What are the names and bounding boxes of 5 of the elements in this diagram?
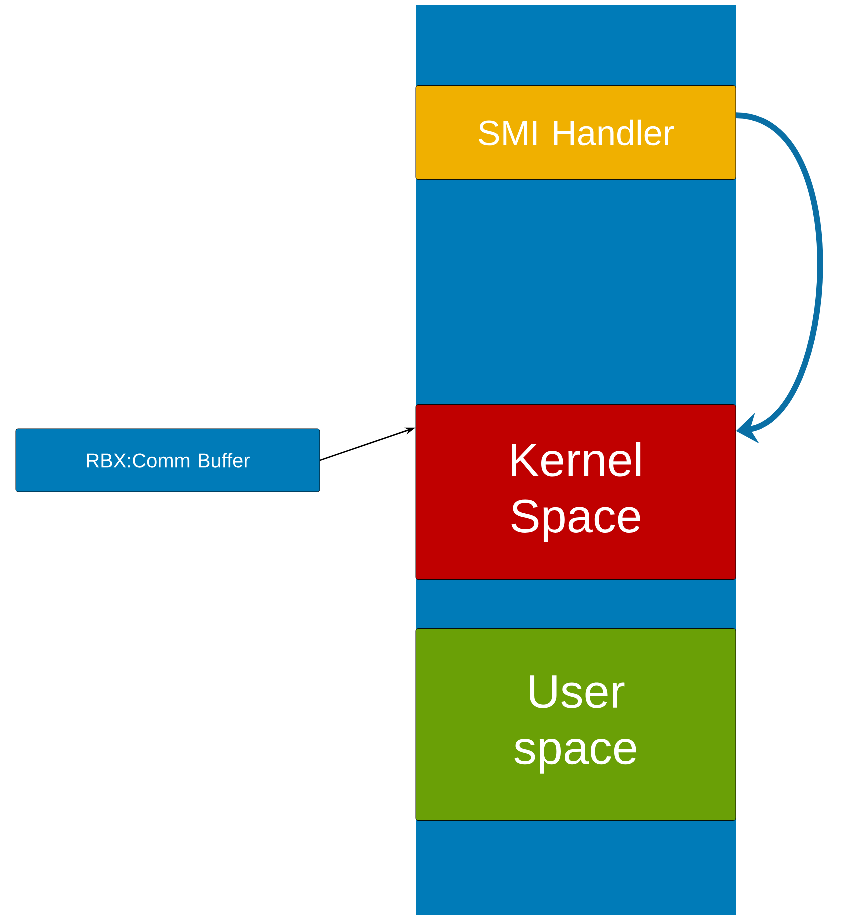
region-box: Kernel Space	[416, 404, 736, 580]
arrow	[736, 112, 824, 444]
region-box: SMI Handler	[416, 86, 736, 180]
pointer-box: RBX:Comm Buffer	[16, 428, 320, 492]
region-box: User space	[416, 628, 736, 821]
